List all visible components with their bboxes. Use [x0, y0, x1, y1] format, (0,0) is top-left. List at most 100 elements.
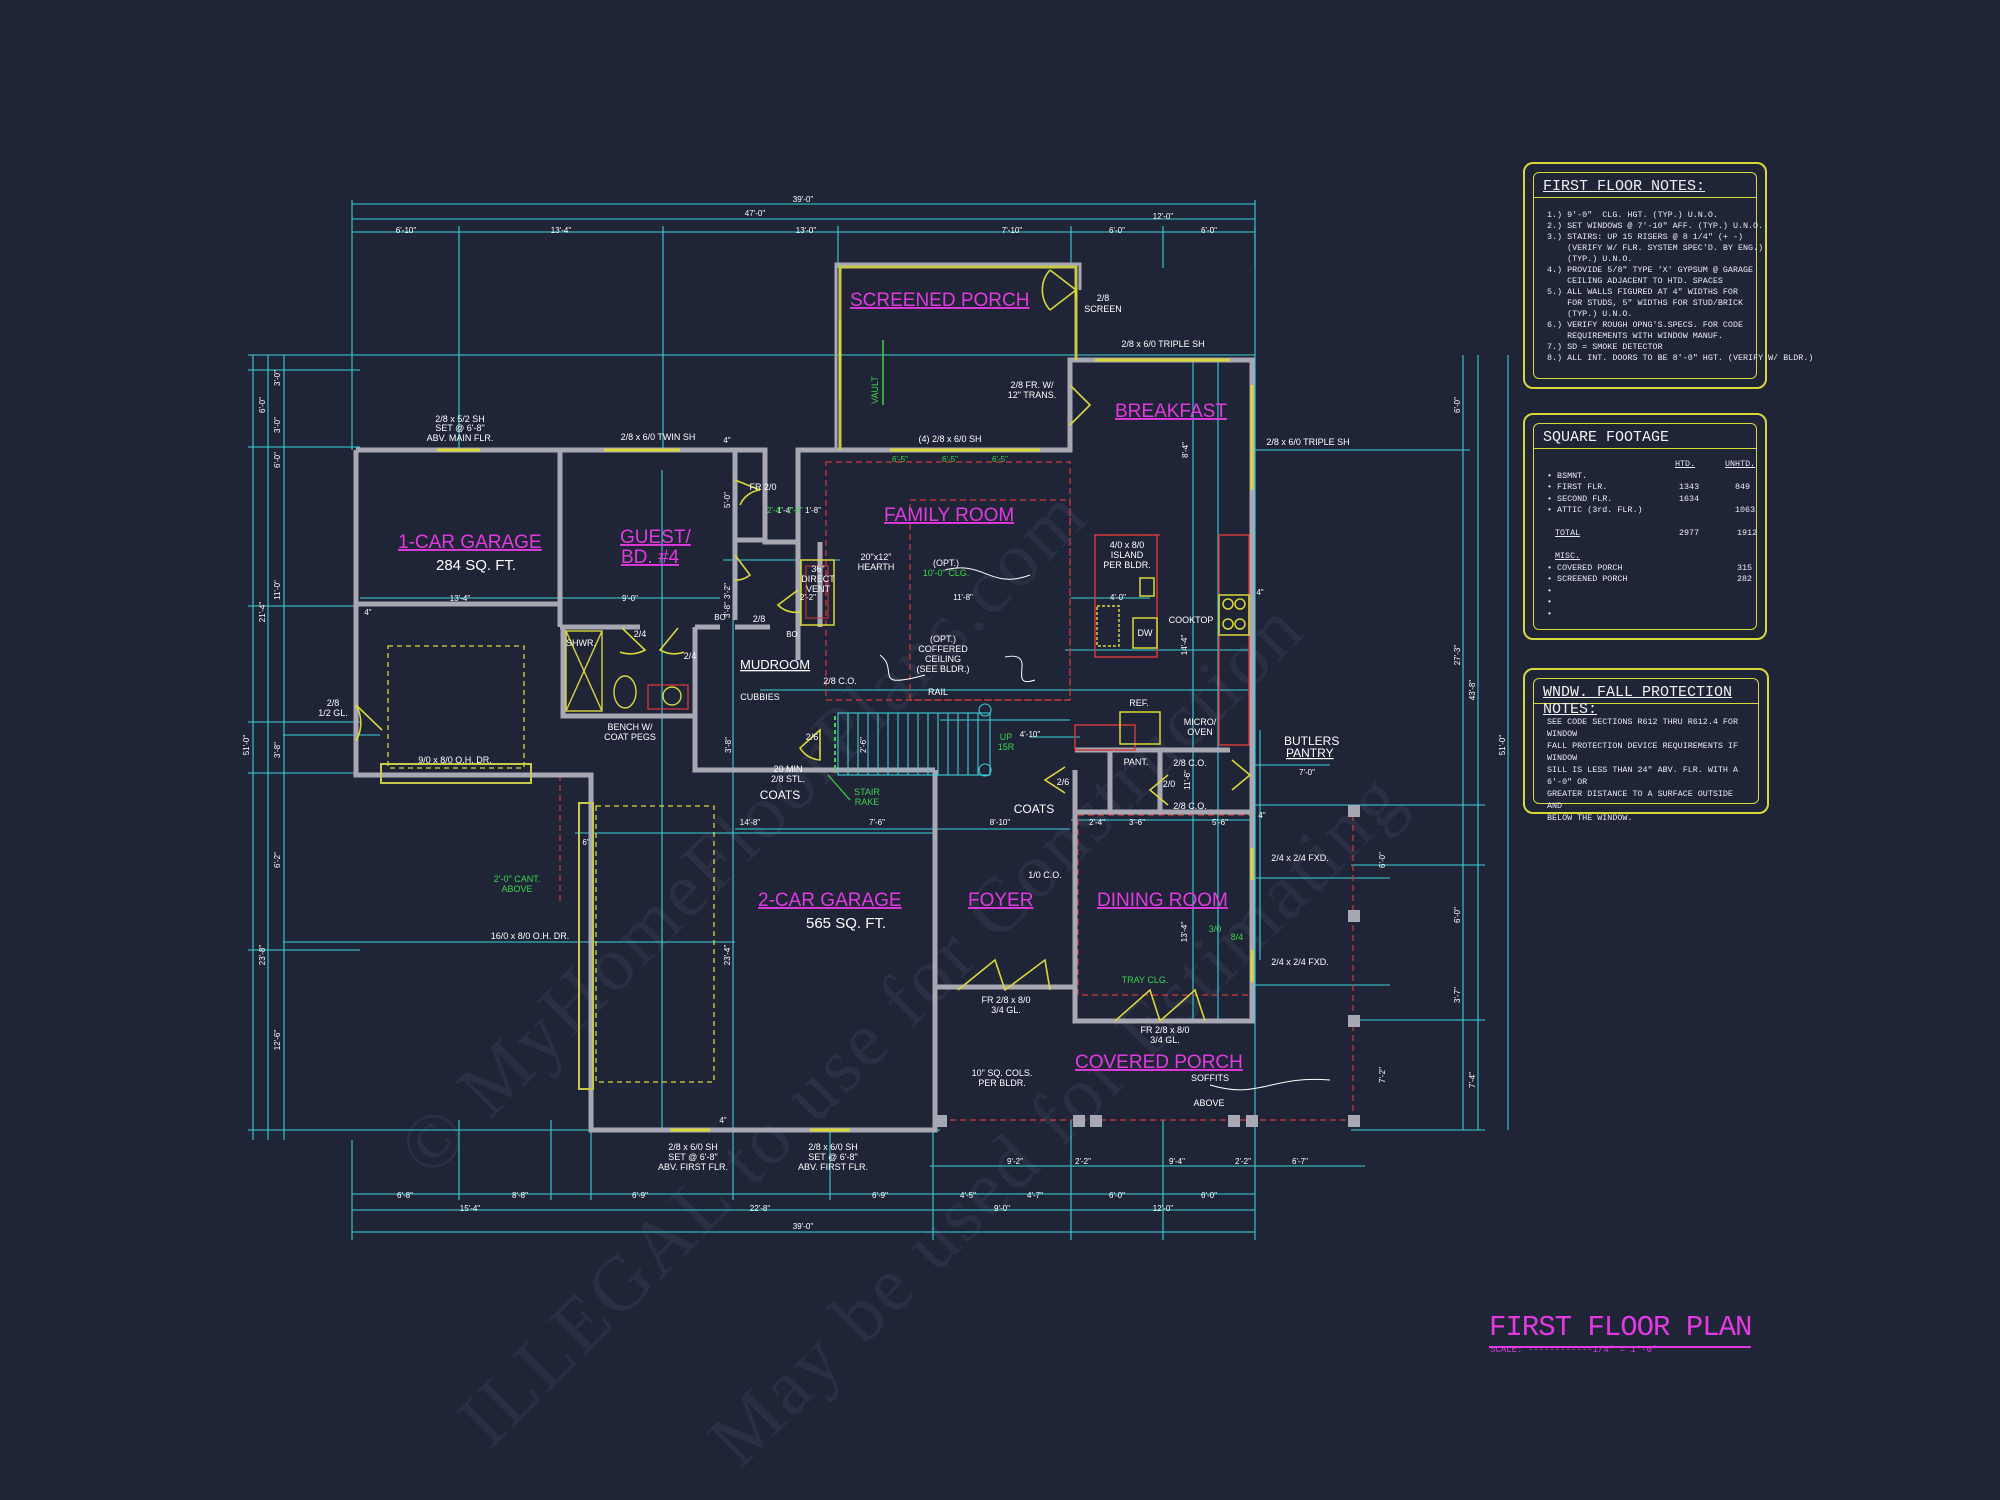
plan-label: SET @ 6'-8"	[808, 1152, 857, 1162]
plan-label: 2/0	[1163, 779, 1176, 789]
first-floor-note-item: (TYP.) U.N.O.	[1547, 254, 1633, 264]
plan-label: • ATTIC (3rd. FLR.)	[1547, 505, 1643, 515]
plan-label: 2'-4"	[1089, 818, 1105, 827]
room-2-car-garage: 2-CAR GARAGE	[758, 890, 902, 911]
plan-label: 2/8 STL.	[771, 774, 805, 784]
plan-label: 3'-6"	[1129, 818, 1145, 827]
plan-label: MISC.	[1555, 551, 1581, 561]
plan-label: DW	[1138, 628, 1153, 638]
plan-label: 1063	[1735, 505, 1756, 515]
plan-label: FR 2/8 x 8/0	[981, 995, 1030, 1005]
plan-label: 2/4 x 2/4 FXD.	[1271, 853, 1329, 863]
plan-label: 1912	[1737, 528, 1758, 538]
plan-label: 2/8 x 6/0 TRIPLE SH	[1266, 437, 1349, 447]
plan-label: 9'-2"	[1007, 1157, 1023, 1166]
plan-label: 4"	[719, 1116, 726, 1125]
plan-label: • SCREENED PORCH	[1547, 574, 1628, 584]
plan-label: TRAY CLG.	[1122, 975, 1169, 985]
plan-label: 8'-10"	[990, 818, 1011, 827]
plan-label: DIRECT	[801, 574, 835, 584]
room-mudroom: MUDROOM	[740, 657, 810, 672]
kitchen-counters	[1074, 534, 1250, 751]
appliances	[1096, 577, 1250, 745]
plan-label: 20"x12"	[861, 552, 892, 562]
plan-label: OVEN	[1187, 727, 1213, 737]
plan-label: 3'-8"	[723, 602, 732, 618]
plan-label: 2'-2"	[1075, 1157, 1091, 1166]
plan-label: 5'-0"	[723, 492, 732, 508]
plan-label: ISLAND	[1111, 550, 1144, 560]
plan-label: SCREEN	[1084, 304, 1122, 314]
plan-label: 51'-0"	[1498, 735, 1507, 756]
square-footage-panel: SQUARE FOOTAGE HTD.UNHTD. • BSMNT. • FIR…	[1523, 413, 1767, 640]
plan-label: FALL PROTECTION DEVICE REQUIREMENTS IF W…	[1547, 741, 1738, 763]
plan-label: 10'-0" CLG.	[923, 568, 969, 578]
plan-label: 6'-5"	[992, 455, 1008, 464]
plan-label: 2'-0" CANT.	[494, 874, 540, 884]
plan-label: 4"	[1256, 588, 1263, 597]
plan-label: PER BLDR.	[978, 1078, 1026, 1088]
plan-label: 4/0 x 8/0	[1110, 540, 1145, 550]
plan-label: 4'-7"	[1027, 1191, 1043, 1200]
plan-label: 14'-8"	[740, 818, 761, 827]
plan-label: 282	[1737, 574, 1753, 584]
plan-label: 2'-4"	[767, 506, 783, 515]
first-floor-note-item: FOR STUDS, 5" WIDTHS FOR STUD/BRICK	[1547, 298, 1744, 308]
plan-label: 39'-0"	[793, 195, 814, 204]
plan-label: 12'-0"	[1153, 212, 1174, 221]
plan-label: 11'-0"	[273, 580, 282, 600]
plan-label: 6'-0"	[1201, 226, 1217, 235]
first-floor-notes-title: FIRST FLOOR NOTES:	[1533, 172, 1757, 198]
plan-label: 2'-2"	[1235, 1157, 1251, 1166]
square-footage-title: SQUARE FOOTAGE	[1533, 423, 1757, 449]
plan-label: PANT.	[1124, 757, 1149, 767]
plan-label: 4"	[723, 436, 730, 445]
plan-label: 13'-0"	[796, 226, 817, 235]
plan-label: 6'-0"	[258, 397, 267, 413]
plan-label: 2/8 x 6/0 SH	[808, 1142, 858, 1152]
fall-protection-panel: WNDW. FALL PROTECTION NOTES: SEE CODE SE…	[1523, 668, 1769, 823]
plan-label: 1/2 GL.	[318, 708, 348, 718]
plan-label: 2/8 C.O.	[1173, 801, 1207, 811]
plan-label: COATS	[760, 788, 800, 802]
plan-label: 2/4	[634, 629, 647, 639]
first-floor-note-item: 8.) ALL INT. DOORS TO BE 8'-0" HGT. (VER…	[1547, 353, 1814, 363]
drawing-title: FIRST FLOOR PLAN	[1489, 1311, 1752, 1348]
plan-label: 1'-8"	[805, 506, 821, 515]
first-floor-note-item: 2.) SET WINDOWS @ 7'-10" AFF. (TYP.) U.N…	[1547, 221, 1764, 231]
room-1-car-garage: 1-CAR GARAGE	[398, 532, 542, 553]
dimension-lines	[248, 200, 1509, 1240]
annotations: 2/8 x 5/2 SH SET @ 6'-8" ABV. MAIN FLR. …	[318, 293, 1349, 1172]
room-areas: 284 SQ. FT. 565 SQ. FT. MUDROOM BUTLERS …	[436, 557, 1339, 932]
plan-label: 4'-5"	[960, 1191, 976, 1200]
plan-label: 2/8	[327, 698, 340, 708]
plan-label: 11'-8"	[953, 593, 973, 602]
room-butlers: BUTLERS	[1284, 734, 1339, 748]
plan-label: 13'-4"	[1180, 922, 1189, 943]
plan-label: 2/8 x 6/0 TWIN SH	[621, 432, 696, 442]
plan-label: 23'-4"	[723, 945, 732, 966]
plan-label: 2/4	[684, 651, 697, 661]
first-floor-note-item: (TYP.) U.N.O.	[1547, 309, 1633, 319]
plan-label: MICRO/	[1184, 717, 1217, 727]
plan-label: 4'-0"	[1110, 593, 1126, 602]
plan-label: RAIL	[928, 687, 948, 697]
room-labels: SCREENED PORCH BREAKFAST FAMILY ROOM 1-C…	[398, 290, 1243, 1073]
porch-columns	[935, 805, 1360, 1127]
plan-label: 36"	[811, 564, 824, 574]
plan-label: 15R	[998, 742, 1015, 752]
plan-label: 3/4 GL.	[991, 1005, 1021, 1015]
plan-label: VENT	[806, 584, 831, 594]
plan-label: COFFERED	[918, 644, 968, 654]
plan-label: BENCH W/	[608, 722, 653, 732]
plan-label: 1'-4"	[777, 506, 793, 515]
area-2-car-garage: 565 SQ. FT.	[806, 915, 886, 932]
plan-label: 43'-8"	[1468, 680, 1477, 701]
plan-label: 27'-3"	[1453, 645, 1462, 666]
room-breakfast: BREAKFAST	[1115, 401, 1227, 422]
plan-label: 7'-2"	[1378, 1067, 1387, 1083]
plan-label: SET @ 6'-8"	[435, 423, 484, 433]
plan-label: 22'-8"	[750, 1204, 771, 1213]
